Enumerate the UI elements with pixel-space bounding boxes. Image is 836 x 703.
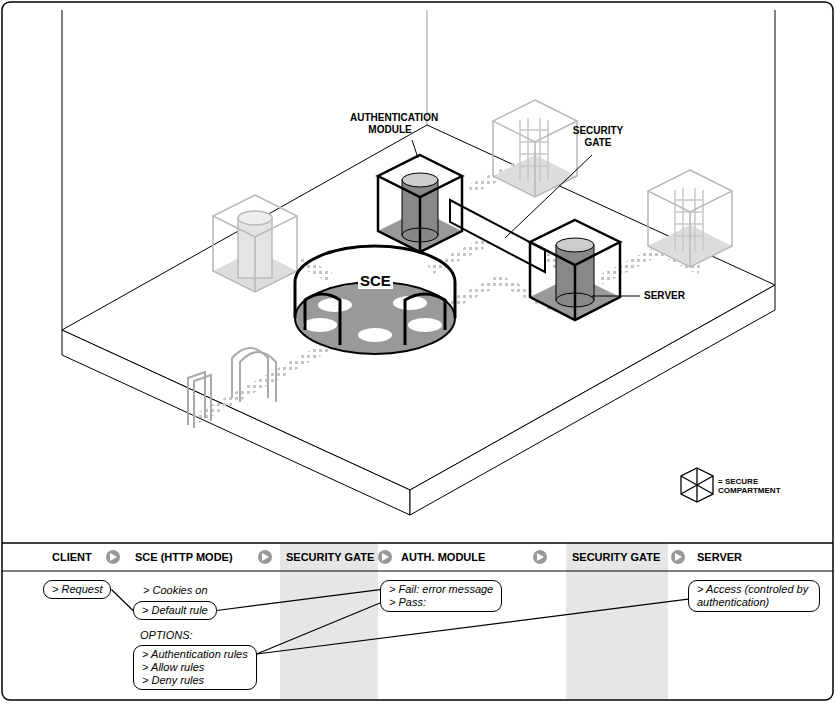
rule-box: > Access (controled by authentication) [688, 580, 820, 612]
rule-box: > Fail: error message> Pass: [380, 580, 502, 612]
rule-text: > Pass: [389, 596, 493, 609]
gate-arch [232, 348, 268, 398]
wall-line [427, 10, 428, 125]
column-header: SECURITY GATE [286, 551, 374, 564]
connector-line [111, 590, 133, 611]
column-header: AUTH. MODULE [401, 551, 485, 564]
faded-compartment [213, 195, 297, 292]
flow-arrow [671, 550, 685, 564]
part-label: SCE [358, 272, 393, 289]
table-rule [2, 571, 833, 572]
flow-arrow [533, 550, 547, 564]
flow-arrow [537, 553, 544, 561]
rule-box: > Default rule [133, 601, 217, 620]
flow-arrow [106, 550, 120, 564]
compartment-edge [648, 170, 732, 267]
flow-arrow [675, 553, 682, 561]
table-rule [2, 542, 833, 543]
sce-slot [303, 318, 337, 332]
rule-box: > Authentication rules> Allow rules> Den… [133, 645, 257, 690]
rack-panel [520, 118, 548, 182]
flow-arrow [110, 553, 117, 561]
sce-slot [408, 318, 442, 332]
leader-line [592, 296, 640, 297]
rule-text: > Authentication rules [142, 648, 248, 661]
rack-panel [675, 188, 703, 252]
dotted-path [195, 345, 330, 420]
rule-text: > Allow rules [142, 661, 248, 674]
column-header: CLIENT [52, 551, 92, 564]
column-header: SCE (HTTP MODE) [135, 551, 233, 564]
legend-icon [681, 468, 713, 502]
flow-arrow [106, 550, 685, 564]
flow-arrow [382, 553, 389, 561]
authentication-cube [378, 155, 462, 252]
faded-compartment [648, 170, 732, 267]
server-cube [530, 220, 620, 320]
cylinder-top [238, 211, 272, 225]
gate-arch [240, 352, 276, 402]
leader-line [412, 140, 418, 158]
part-label: AUTHENTICATION MODULE [350, 112, 430, 136]
dotted-path [195, 165, 700, 420]
cylinder-top [402, 173, 438, 187]
flow-arrow [262, 553, 269, 561]
connector-line [217, 590, 380, 611]
part-label: SECURITY GATE [570, 125, 626, 149]
note-text: OPTIONS: [140, 629, 193, 642]
column-header: SERVER [697, 551, 742, 564]
rule-text: > Deny rules [142, 674, 248, 687]
platform-side [62, 330, 410, 515]
table-column [566, 543, 668, 699]
compartment-edge [493, 100, 577, 197]
rule-text: > Default rule [142, 604, 208, 617]
sce-slot [358, 328, 392, 342]
note-text: > Cookies on [143, 584, 208, 597]
flow-arrow [378, 550, 392, 564]
wall-line [775, 10, 776, 285]
legend-icon [681, 468, 713, 502]
rule-text: > Request [52, 583, 102, 596]
rule-box: > Request [43, 580, 111, 599]
flow-arrow [258, 550, 272, 564]
sce-slot [318, 298, 352, 312]
wall-line [62, 10, 63, 330]
compartment-edge [213, 195, 297, 292]
rule-text: > Fail: error message [389, 583, 493, 596]
sce-floor [295, 282, 455, 354]
platform-top [62, 125, 775, 490]
column-header: SECURITY GATE [572, 551, 660, 564]
faded-compartment [493, 100, 577, 197]
rule-text: > Access (controled by authentication) [697, 583, 811, 609]
door-frame [194, 375, 211, 428]
cylinder-top [556, 238, 594, 252]
leader-line [505, 155, 592, 238]
table-column [280, 543, 378, 699]
legend-text: = SECURE COMPARTMENT [718, 477, 798, 495]
sce-wall [305, 294, 445, 345]
part-label: SERVER [644, 290, 685, 302]
